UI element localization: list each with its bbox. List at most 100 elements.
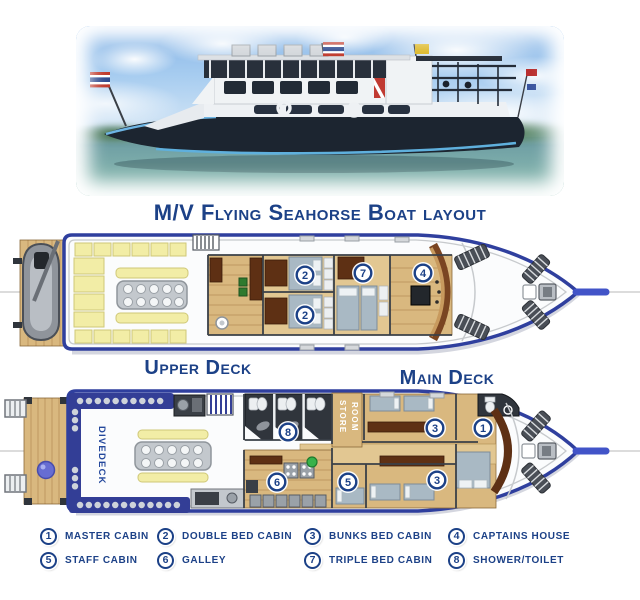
stove-icon xyxy=(283,462,299,479)
dive-flag-icon xyxy=(374,78,385,98)
thai-flag-mast-icon xyxy=(323,42,344,57)
life-ring-icon xyxy=(346,102,362,118)
buoy-icon xyxy=(36,460,56,480)
legend-label: SHOWER/TOILET xyxy=(473,554,564,566)
room-badge: 8 xyxy=(277,421,299,443)
sun-cushions xyxy=(73,242,189,344)
legend-item-double-bed-cabin: 2 DOUBLE BED CABIN xyxy=(157,527,292,545)
legend-number-badge: 1 xyxy=(40,527,57,545)
compressor-unit xyxy=(173,394,206,417)
upper-deck-label: Upper Deck xyxy=(144,357,252,379)
room-badge-number: 3 xyxy=(432,423,438,435)
toilet-icon xyxy=(306,397,326,411)
legend-item-triple-bed-cabin: 7 TRIPLE BED CABIN xyxy=(304,551,433,569)
legend-number-badge: 5 xyxy=(40,551,57,569)
upper-bow-deck xyxy=(454,242,557,342)
davit-arm xyxy=(32,240,60,302)
cabin-badge-number: 4 xyxy=(420,268,427,280)
swim-ladder-icon xyxy=(4,399,27,418)
room-badge: 3 xyxy=(426,469,448,491)
photo-vignette xyxy=(76,26,564,196)
legend-label: MASTER CABIN xyxy=(65,530,149,542)
double-bed-cabins xyxy=(262,254,335,336)
legend-item-master-cabin: 1 MASTER CABIN xyxy=(40,527,149,545)
main-deck-plan: DIVEDECK xyxy=(0,389,640,516)
flags xyxy=(90,42,537,127)
stairway xyxy=(206,393,234,416)
main-deck-label: Main Deck xyxy=(399,367,495,389)
hull-vents xyxy=(299,235,410,351)
bunks-cabin-bottom xyxy=(369,455,445,501)
divedeck-label: DIVEDECK xyxy=(96,426,107,485)
cabin-badge: 2 xyxy=(294,264,316,286)
galley xyxy=(243,449,333,509)
boat-photo xyxy=(76,26,564,196)
stair-hatch xyxy=(192,234,220,251)
main-bow-deck xyxy=(505,402,557,500)
legend-label: CAPTAINS HOUSE xyxy=(473,530,571,542)
yellow-flag-icon xyxy=(415,44,429,54)
toilet-icon xyxy=(484,396,496,413)
room-badge-number: 5 xyxy=(345,477,351,489)
legend-number-badge: 2 xyxy=(157,527,174,545)
legend-item-bunks-bed-cabin: 3 BUNKS BED CABIN xyxy=(304,527,432,545)
bow-hatch xyxy=(522,284,537,300)
sun-lounger-icon xyxy=(521,462,551,494)
store-room: STORE ROOM xyxy=(331,392,363,448)
legend-item-staff-cabin: 5 STAFF CABIN xyxy=(40,551,138,569)
cabin-badge: 2 xyxy=(294,304,316,326)
sun-lounger-icon xyxy=(521,300,551,330)
life-ring-green-icon xyxy=(306,456,318,468)
legend-item-shower-toilet: 8 SHOWER/TOILET xyxy=(448,551,564,569)
anchor-winch xyxy=(537,442,557,460)
toilet-icon xyxy=(277,397,297,411)
cabin-badge: 4 xyxy=(412,262,434,284)
engine-hatch xyxy=(190,488,245,509)
staff-cabin xyxy=(335,487,365,505)
upper-deck-edge xyxy=(68,239,568,345)
red-flag-icon xyxy=(526,69,537,76)
room-badge-number: 6 xyxy=(274,477,280,489)
room-badge-number: 8 xyxy=(285,427,291,439)
master-cabin xyxy=(455,393,520,495)
dive-platform xyxy=(4,397,69,505)
legend-label: TRIPLE BED CABIN xyxy=(329,554,433,566)
legend-label: BUNKS BED CABIN xyxy=(329,530,432,542)
room-badge: 1 xyxy=(472,417,494,439)
boat-reflection xyxy=(114,155,514,173)
room-badge: 3 xyxy=(424,417,446,439)
cabin-badge: 7 xyxy=(352,262,374,284)
legend-number-badge: 7 xyxy=(304,551,321,569)
upper-hull-shadow xyxy=(72,292,580,355)
swim-ladder-icon xyxy=(4,474,27,493)
legend-item-captains-house: 4 CAPTAINS HOUSE xyxy=(448,527,570,545)
store-room-label-line2: ROOM xyxy=(350,402,359,432)
bow-hatch xyxy=(521,443,536,459)
legend-label: GALLEY xyxy=(182,554,227,566)
captains-house xyxy=(389,242,453,342)
railing-and-rings xyxy=(276,100,362,118)
cabin-badge-number: 2 xyxy=(302,270,308,282)
anchor-winch xyxy=(538,283,557,301)
life-ring-icon xyxy=(276,100,292,116)
legend-label: DOUBLE BED CABIN xyxy=(182,530,293,542)
upper-dining-table xyxy=(116,280,188,310)
saloon xyxy=(207,254,264,336)
cabin-badge-number: 7 xyxy=(360,268,366,280)
tank-racks xyxy=(69,393,190,513)
main-dining-table xyxy=(134,429,212,483)
legend-label: STAFF CABIN xyxy=(65,554,138,566)
boat-illustration xyxy=(90,42,537,173)
triple-bed-cabin xyxy=(333,254,391,336)
legend-number-badge: 3 xyxy=(304,527,321,545)
boat-hull xyxy=(104,102,525,155)
legend-number-badge: 6 xyxy=(157,551,174,569)
upper-deck-plan: 2 2 7 4 xyxy=(0,233,640,355)
legend-number-badge: 4 xyxy=(448,527,465,545)
room-badge-number: 3 xyxy=(434,475,440,487)
upper-cabin-walls xyxy=(207,254,452,336)
blue-flag-icon xyxy=(527,84,536,90)
room-badge: 5 xyxy=(337,471,359,493)
toilet-icon xyxy=(248,397,268,411)
